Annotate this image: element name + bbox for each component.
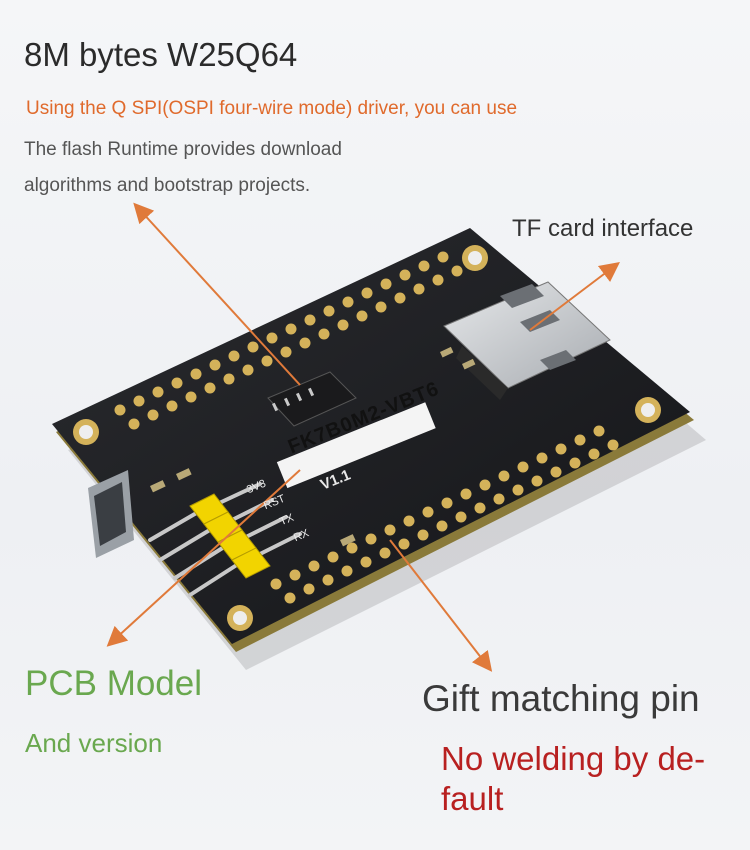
page-title: 8M bytes W25Q64 [24, 36, 298, 73]
no-welding-note-line-1: No welding by de- [441, 740, 706, 777]
bottom-pin-row [270, 425, 619, 604]
tf-card-callout: TF card interface [512, 215, 694, 242]
version-callout: And version [25, 728, 163, 758]
flash-chip [267, 371, 357, 427]
top-pin-row [114, 251, 463, 430]
description-line-2: The flash Runtime provides download [24, 139, 342, 160]
gift-pin-callout: Gift matching pin [422, 678, 700, 719]
description-line-1: Using the Q SPI(OSPI four-wire mode) dri… [26, 98, 518, 119]
smd-components [150, 346, 476, 547]
no-welding-note-line-2: fault [441, 780, 504, 817]
model-label-box [276, 402, 436, 489]
callout-arrows [106, 202, 620, 672]
usb-c-port [88, 470, 134, 558]
pcb-model-callout: PCB Model [25, 664, 203, 703]
gift-pin-headers [148, 482, 302, 597]
description-line-3: algorithms and bootstrap projects. [24, 175, 311, 196]
